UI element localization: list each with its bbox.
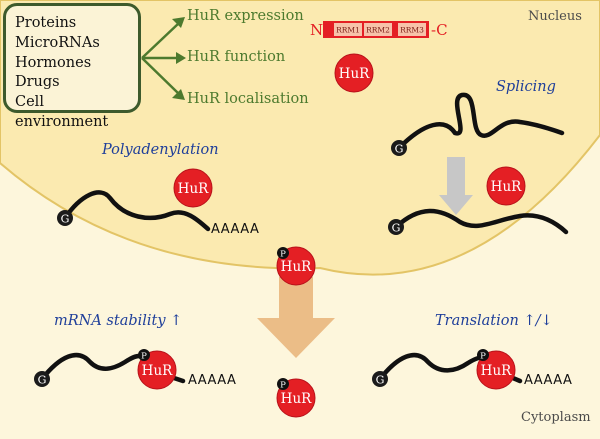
hur-domain-structure: N- RRM1 RRM2 RRM3 -C bbox=[310, 21, 448, 39]
phospho-label: P bbox=[280, 381, 286, 391]
domain-rrm2-label: RRM2 bbox=[366, 26, 390, 35]
hur-protein-label: HuR bbox=[142, 363, 173, 379]
phospho-badge bbox=[277, 378, 289, 390]
phospho-badge bbox=[477, 349, 489, 361]
arrowhead-localisation bbox=[172, 89, 185, 100]
hur-protein-label: HuR bbox=[339, 66, 370, 82]
hur-protein-label: HuR bbox=[491, 179, 522, 195]
phospho-badge bbox=[277, 247, 289, 259]
domain-rrm1-box bbox=[334, 23, 362, 36]
hur-protein-splicing: HuR bbox=[486, 166, 526, 206]
regulators-box: Proteins MicroRNAs Hormones Drugs Cell e… bbox=[3, 3, 141, 130]
hur-protein-label: HuR bbox=[281, 391, 312, 407]
translation-mrna-strand bbox=[377, 352, 491, 382]
regulator-item: Drugs bbox=[15, 74, 60, 91]
hur-protein-circle bbox=[173, 168, 213, 208]
splicing-arrow-shaft bbox=[447, 157, 465, 199]
hur-protein-circle bbox=[486, 166, 526, 206]
phospho-label: P bbox=[280, 250, 286, 260]
domain-rrm1-label: RRM1 bbox=[336, 26, 360, 35]
cap-label: G bbox=[376, 374, 385, 387]
hur-protein-label: HuR bbox=[281, 259, 312, 275]
splicing-arrow bbox=[439, 157, 473, 215]
polyadenylation-label: Polyadenylation bbox=[102, 142, 219, 158]
polya-tail-translation: AAAAA bbox=[524, 373, 573, 388]
five-prime-cap bbox=[372, 371, 388, 387]
regulator-item: Proteins bbox=[15, 15, 77, 31]
splicing-label: Splicing bbox=[496, 79, 556, 95]
nucleus-label: Nucleus bbox=[528, 9, 582, 24]
hur-protein-label: HuR bbox=[178, 181, 209, 197]
arrowheads bbox=[172, 17, 186, 100]
hur-protein-polyadenylation: HuR bbox=[173, 168, 213, 208]
five-prime-cap bbox=[57, 210, 73, 226]
stability-mrna-strand bbox=[39, 352, 151, 382]
regulator-item: Hormones bbox=[15, 54, 92, 71]
hur-protein-circle bbox=[137, 350, 177, 390]
cap-label: G bbox=[392, 222, 401, 235]
spliced-mrna-strand bbox=[393, 208, 569, 235]
hur-protein-circle bbox=[334, 53, 374, 93]
cap-label: G bbox=[38, 374, 47, 387]
polyadenylation-mrna: G bbox=[57, 190, 211, 232]
phospho-label: P bbox=[141, 352, 147, 362]
cap-label: G bbox=[61, 213, 70, 226]
cap-label: G bbox=[395, 143, 404, 156]
domain-rrm3-label: RRM3 bbox=[400, 26, 424, 35]
translation-label: Translation ↑/↓ bbox=[435, 313, 553, 329]
phospho-badge bbox=[138, 349, 150, 361]
nuclear-export-arrow bbox=[257, 277, 335, 358]
arrowhead-expression bbox=[172, 17, 185, 28]
c-terminus-label: -C bbox=[431, 21, 448, 39]
export-arrow-head bbox=[257, 318, 335, 358]
regulator-item: Cell environment bbox=[15, 94, 109, 130]
domain-rrm3-box bbox=[398, 23, 426, 36]
polyadenylation-mrna-strand bbox=[62, 190, 211, 232]
effect-hur-localisation: HuR localisation bbox=[187, 91, 309, 107]
mrna-stability-label: mRNA stability ↑ bbox=[54, 313, 183, 329]
hur-phospho-export: HuR P bbox=[276, 246, 316, 286]
cytoplasm-label: Cytoplasm bbox=[521, 410, 591, 425]
arrowhead-function bbox=[176, 52, 186, 64]
hur-phospho-cytoplasm: HuR P bbox=[276, 378, 316, 418]
effect-hur-function: HuR function bbox=[187, 49, 286, 65]
splicing-arrow-head bbox=[439, 195, 473, 215]
five-prime-cap bbox=[388, 219, 404, 235]
regulator-item: MicroRNAs bbox=[15, 34, 100, 51]
spliced-mrna: G bbox=[388, 208, 569, 235]
phospho-label: P bbox=[480, 352, 486, 362]
polya-tail-stability: AAAAA bbox=[188, 373, 237, 388]
splicing-pre-mrna: G bbox=[391, 92, 565, 156]
five-prime-cap bbox=[391, 140, 407, 156]
polya-tail-polyadenylation: AAAAA bbox=[211, 222, 260, 237]
pre-mrna-strand bbox=[396, 92, 565, 151]
hur-protein-nuclear: HuR bbox=[334, 53, 374, 93]
regulator-arrows bbox=[141, 22, 180, 95]
arrow-to-localisation bbox=[141, 57, 180, 95]
effect-hur-expression: HuR expression bbox=[187, 8, 304, 24]
hur-protein-label: HuR bbox=[481, 363, 512, 379]
domain-rrm2-box bbox=[364, 23, 392, 36]
five-prime-cap bbox=[34, 371, 50, 387]
arrow-to-expression bbox=[141, 22, 180, 59]
hur-protein-circle bbox=[476, 350, 516, 390]
stability-mrna: G HuR P bbox=[34, 349, 186, 390]
regulators-list: Proteins MicroRNAs Hormones Drugs Cell e… bbox=[15, 14, 138, 133]
translation-mrna: G HuR P bbox=[372, 349, 523, 390]
